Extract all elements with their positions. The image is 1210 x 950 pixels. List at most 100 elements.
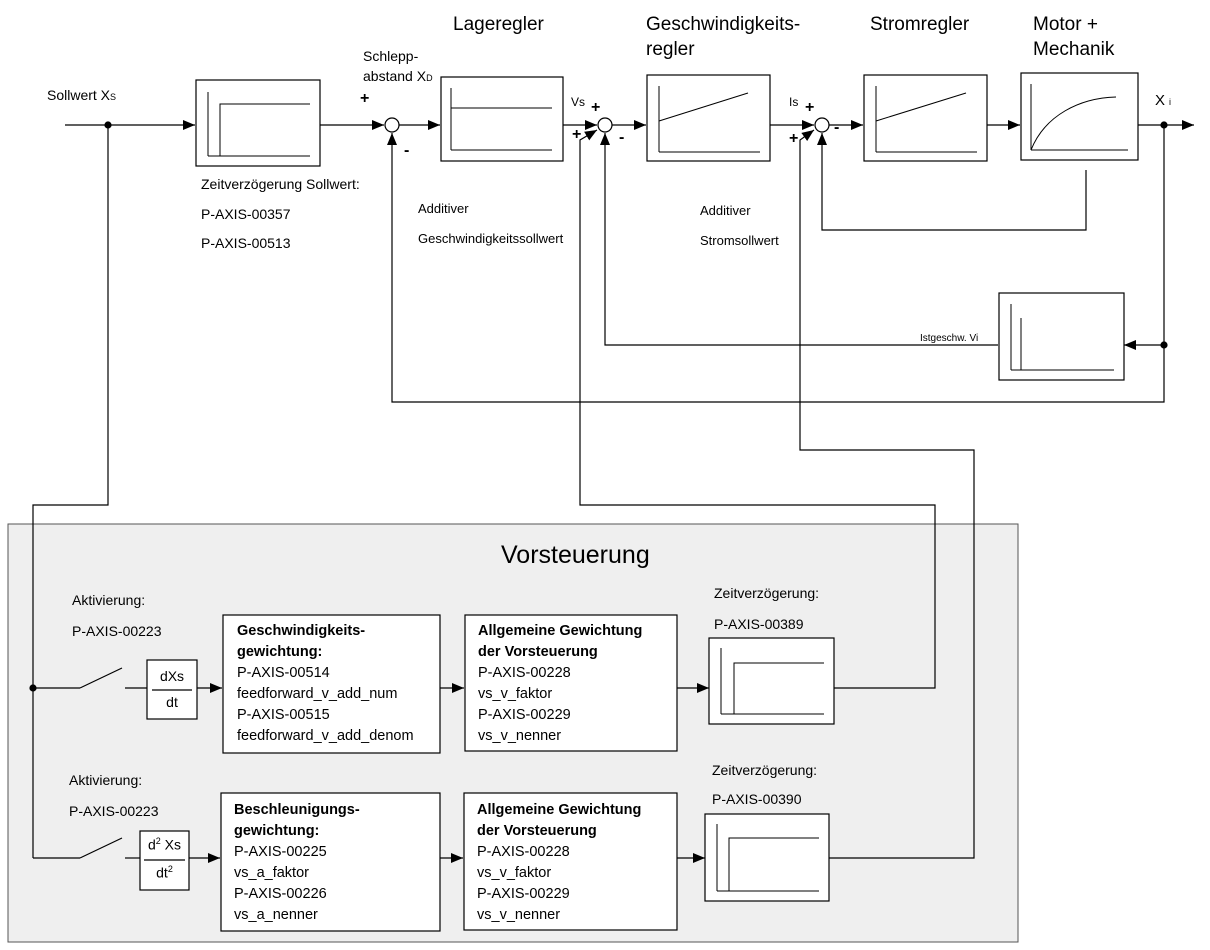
row1-allg-line: P-AXIS-00229 — [478, 707, 571, 723]
velocity-sensor-block — [998, 292, 1125, 381]
row2-gewichtung-title1: Beschleunigungs- — [234, 802, 360, 818]
sum3-plus-left-sign: + — [789, 130, 799, 147]
row2-zeitverz-param: P-AXIS-00390 — [712, 791, 802, 807]
row2-aktivierung-param: P-AXIS-00223 — [69, 803, 159, 819]
position-feedback-line — [387, 125, 1165, 403]
add-strom-label-line2: Stromsollwert — [700, 233, 779, 248]
row1-zeitverz-param: P-AXIS-00389 — [714, 616, 804, 632]
gewichtung-block-1 — [222, 614, 441, 754]
sum-junction-3 — [814, 117, 830, 133]
row1-allg-text: Allgemeine Gewichtung der Vorsteuerung P… — [478, 621, 642, 747]
row2-zeitverz-label: Zeitverzögerung: — [712, 762, 818, 778]
row1-gewichtung-title1: Geschwindigkeits- — [237, 623, 366, 639]
d389-glyph-curve — [733, 662, 824, 714]
sollwert-delay-block — [195, 79, 321, 167]
row1-allg-line: vs_v_nenner — [478, 728, 562, 744]
row2-allg-line: vs_v_nenner — [477, 907, 561, 923]
switch-2 — [79, 837, 123, 859]
heading-motor-line2: Mechanik — [1033, 39, 1115, 60]
row2-gewichtung-text: Beschleunigungs- gewichtung: P-AXIS-0022… — [234, 800, 360, 926]
row2-deriv-denominator: dt2 — [156, 864, 173, 881]
row1-allg-title1: Allgemeine Gewichtung — [478, 623, 643, 639]
heading-geschw-line1: Geschwindigkeits- — [646, 14, 801, 35]
row1-gewichtung-line: P-AXIS-00515 — [237, 707, 330, 723]
heading-geschw-line2: regler — [646, 39, 695, 60]
allg-gewichtung-block-2 — [463, 792, 678, 931]
heading-motor-line1: Motor + — [1033, 14, 1098, 35]
add-strom-label-line1: Additiver — [700, 203, 751, 218]
row1-deriv-denominator: dt — [166, 694, 178, 710]
lageregler-block — [440, 76, 564, 162]
row2-gewichtung-line: P-AXIS-00225 — [234, 844, 327, 860]
current-feedback-line — [817, 133, 1087, 231]
gewichtung-block-2 — [220, 792, 441, 932]
add-geschw-label-line2: Geschwindigkeitssollwert — [418, 231, 564, 246]
setpoint-to-feedforward-line — [32, 125, 109, 858]
sum2-plus-top-sign: + — [591, 99, 601, 116]
stromregler-block — [863, 74, 988, 162]
heading-lageregler: Lageregler — [453, 14, 544, 35]
istgeschw-label: Istgeschw. Vi — [920, 333, 979, 344]
pi-glyph-curve — [658, 92, 749, 122]
row2-deriv-numerator: d2 Xs — [147, 836, 182, 853]
row1-gewichtung-line: feedforward_v_add_denom — [237, 728, 414, 744]
exp-glyph-curve — [1030, 96, 1117, 151]
delay-block-390 — [704, 813, 830, 902]
vs-label: Vs — [571, 95, 586, 109]
sum3-minus-sign: - — [834, 119, 840, 136]
additive-speed-line — [579, 129, 936, 689]
velocity-feedback-line — [600, 133, 998, 346]
row1-aktivierung-label: Aktivierung: — [72, 592, 146, 608]
sum3-plus-top-sign: + — [805, 99, 815, 116]
row1-deriv-numerator: dXs — [159, 668, 185, 684]
row1-aktivierung-param: P-AXIS-00223 — [72, 623, 162, 639]
switch-1 — [79, 667, 123, 689]
row2-aktivierung-label: Aktivierung: — [69, 772, 143, 788]
row2-gewichtung-line: P-AXIS-00226 — [234, 886, 327, 902]
heading-stromregler: Stromregler — [870, 14, 970, 35]
vorsteuerung-title: Vorsteuerung — [501, 541, 650, 569]
sum1-plus-sign: + — [360, 90, 370, 107]
row1-gewichtung-line: P-AXIS-00514 — [237, 665, 330, 681]
sum1-minus-sign: - — [404, 142, 410, 159]
d390-glyph-curve — [728, 837, 819, 891]
sum2-minus-sign: - — [619, 129, 625, 146]
branch-dot-velocity — [1160, 341, 1168, 349]
allg-gewichtung-block-1 — [464, 614, 678, 752]
row1-gewichtung-text: Geschwindigkeits- gewichtung: P-AXIS-005… — [237, 621, 414, 747]
row2-gewichtung-title2: gewichtung: — [234, 823, 320, 839]
row1-zeitverz-label: Zeitverzögerung: — [714, 585, 820, 601]
row2-allg-title2: der Vorsteuerung — [477, 823, 597, 839]
sum-junction-2 — [597, 117, 613, 133]
step-glyph-curve — [219, 103, 310, 156]
sum2-plus-left-sign: + — [572, 126, 582, 143]
schlepp-label-line1: Schlepp- — [363, 48, 419, 64]
add-geschw-label-line1: Additiver — [418, 201, 469, 216]
delay-block-389 — [708, 637, 835, 725]
row1-gewichtung-line: feedforward_v_add_num — [237, 686, 398, 702]
zeitverz-sollwert-label: Zeitverzögerung Sollwert: — [201, 176, 360, 192]
row1-allg-line: vs_v_faktor — [478, 686, 553, 702]
schlepp-label-line2: abstand XD — [363, 68, 433, 84]
row1-gewichtung-title2: gewichtung: — [237, 644, 323, 660]
motor-mechanik-block — [1020, 72, 1139, 161]
row1-allg-title2: der Vorsteuerung — [478, 644, 598, 660]
pi2-glyph-curve — [875, 92, 967, 122]
row2-allg-line: P-AXIS-00228 — [477, 844, 570, 860]
param-513-label: P-AXIS-00513 — [201, 235, 291, 251]
row1-allg-line: P-AXIS-00228 — [478, 665, 571, 681]
row2-gewichtung-line: vs_a_faktor — [234, 865, 309, 881]
row2-allg-title1: Allgemeine Gewichtung — [477, 802, 642, 818]
additive-current-line — [799, 129, 975, 859]
is-label: Is — [789, 95, 799, 109]
param-357-label: P-AXIS-00357 — [201, 206, 291, 222]
sollwert-label: Sollwert XS — [47, 87, 117, 103]
sum-junction-1 — [384, 117, 400, 133]
row2-allg-line: P-AXIS-00229 — [477, 886, 570, 902]
row2-allg-line: vs_v_faktor — [477, 865, 552, 881]
row2-gewichtung-line: vs_a_nenner — [234, 907, 318, 923]
geschwindigkeitsregler-block — [646, 74, 771, 162]
row2-allg-text: Allgemeine Gewichtung der Vorsteuerung P… — [477, 800, 641, 926]
